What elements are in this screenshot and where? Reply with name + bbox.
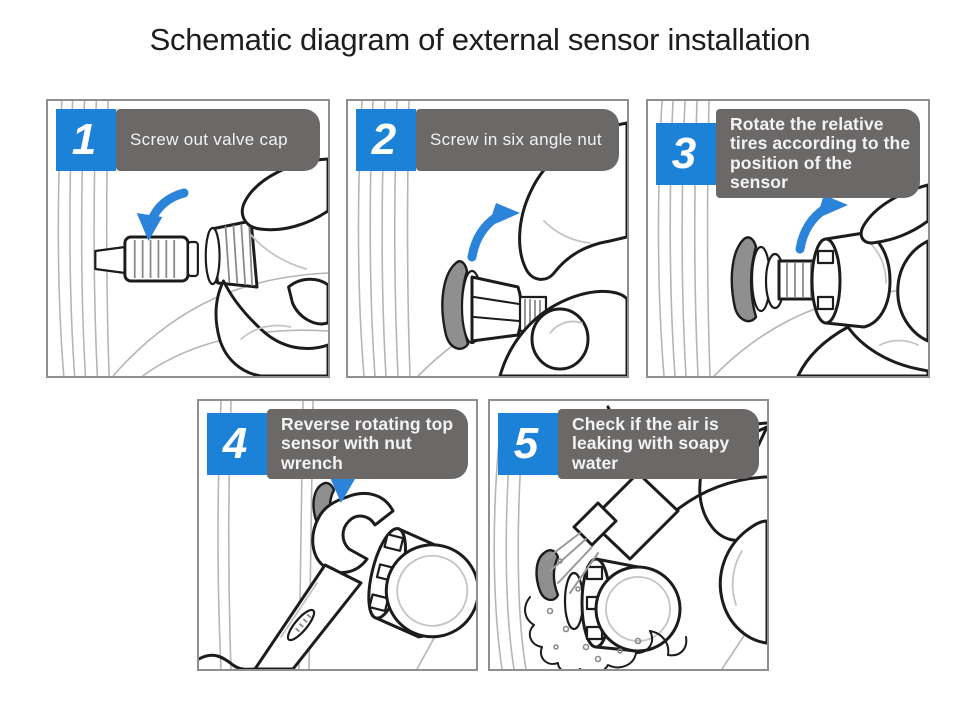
step-label: Screw in six angle nut <box>430 129 602 149</box>
unscrew-arrow-icon <box>136 188 189 241</box>
hex-nut-assembly <box>441 260 548 350</box>
valve-with-sensor <box>730 236 821 323</box>
step-label-banner: Screw out valve cap <box>116 109 320 171</box>
step-panel-2: 2 Screw in six angle nut <box>346 99 629 378</box>
step-number-badge: 2 <box>356 109 416 171</box>
sensor <box>367 527 476 639</box>
step-label: Rotate the relative tires according to t… <box>730 114 911 192</box>
step-3-illustration <box>657 101 928 376</box>
step-label: Check if the air is leaking with soapy w… <box>572 414 730 473</box>
step-number-badge: 3 <box>656 122 716 185</box>
spray-mist-icon <box>545 532 599 594</box>
step-1-illustration <box>57 101 328 376</box>
step-header: 1 Screw out valve cap <box>56 109 320 171</box>
sensor <box>563 557 682 653</box>
step-panel-5: 5 Check if the air is leaking with soapy… <box>488 399 769 671</box>
hand <box>718 519 767 645</box>
valve-stem <box>94 235 199 283</box>
soap-foam <box>524 558 688 669</box>
step-4-illustration <box>199 401 476 669</box>
rotate-arrow-icon <box>795 195 848 254</box>
step-number-badge: 5 <box>498 412 558 475</box>
step-panel-3: 3 Rotate the relative tires according to… <box>646 99 930 378</box>
hand <box>796 183 928 376</box>
step-header: 5 Check if the air is leaking with soapy… <box>498 409 759 479</box>
screw-arrow-icon <box>467 203 520 262</box>
step-label: Screw out valve cap <box>130 129 288 149</box>
nut-wrench <box>253 492 395 669</box>
step-label-banner: Check if the air is leaking with soapy w… <box>558 409 759 479</box>
step-header: 2 Screw in six angle nut <box>356 109 619 171</box>
valve-cap <box>204 219 259 289</box>
step-panel-4: 4 Reverse rotating top sensor with nut w… <box>197 399 478 671</box>
tire-edge-line <box>199 653 259 669</box>
step-label-banner: Rotate the relative tires according to t… <box>716 109 920 198</box>
step-label: Reverse rotating top sensor with nut wre… <box>281 414 454 473</box>
step-header: 4 Reverse rotating top sensor with nut w… <box>207 409 468 479</box>
step-header: 3 Rotate the relative tires according to… <box>656 109 920 198</box>
sensor <box>810 231 892 329</box>
wrench-label <box>286 608 316 642</box>
step-label-banner: Reverse rotating top sensor with nut wre… <box>267 409 468 479</box>
step-number-badge: 4 <box>207 412 267 475</box>
step-label-banner: Screw in six angle nut <box>416 109 619 171</box>
page-title: Schematic diagram of external sensor ins… <box>149 22 811 57</box>
step-panel-1: 1 Screw out valve cap <box>46 99 330 378</box>
step-number-badge: 1 <box>56 109 116 171</box>
